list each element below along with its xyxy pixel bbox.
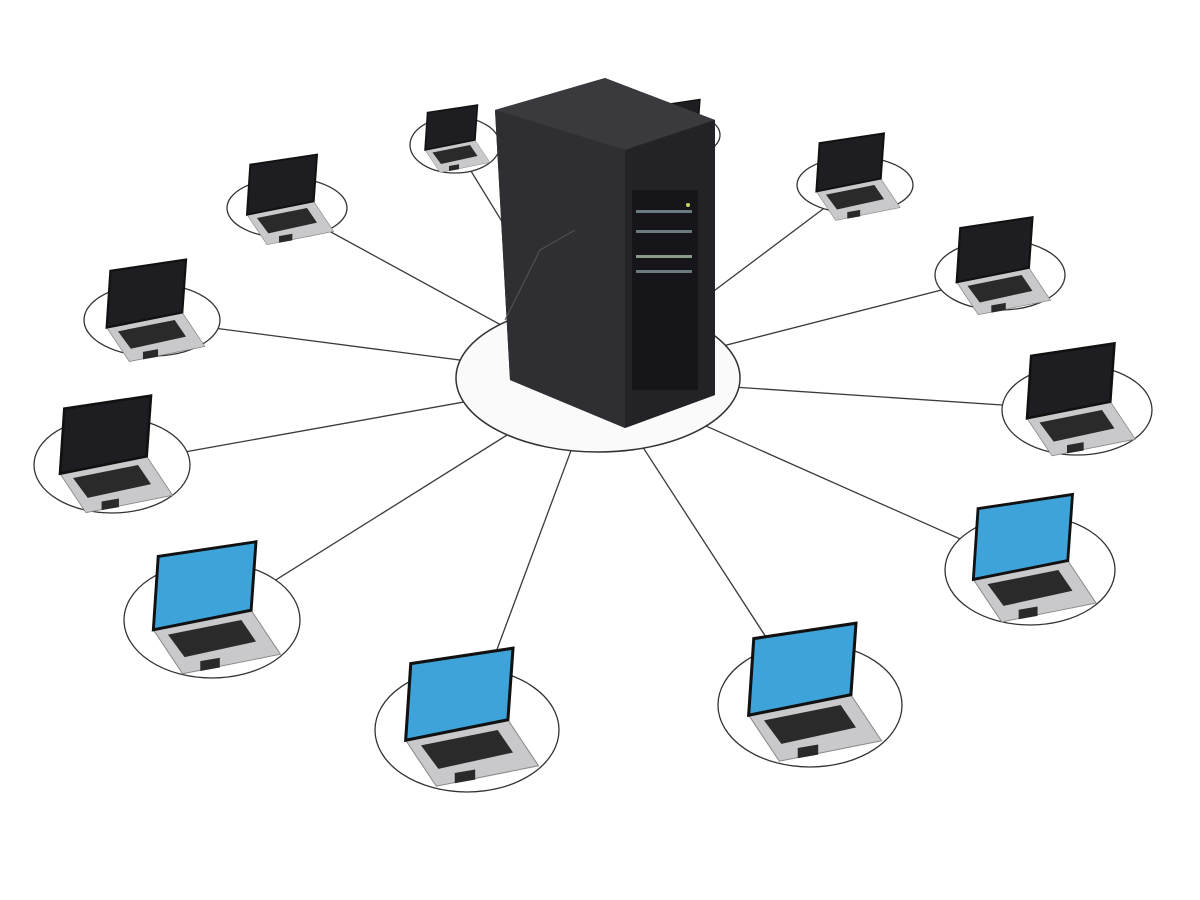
laptop-screen bbox=[424, 104, 479, 151]
laptop-icon bbox=[955, 215, 1052, 316]
laptop-node bbox=[33, 394, 191, 514]
laptop-icon bbox=[105, 258, 206, 362]
laptop-screen bbox=[747, 621, 858, 718]
laptop-screen bbox=[971, 492, 1075, 582]
laptop-screen bbox=[404, 646, 515, 743]
laptop-node bbox=[374, 646, 560, 793]
laptop-node bbox=[796, 132, 914, 221]
laptop-node bbox=[717, 621, 903, 768]
laptop-screen bbox=[151, 540, 258, 632]
laptop-screen bbox=[245, 153, 319, 216]
server-rack-panel bbox=[632, 190, 698, 390]
laptop-node bbox=[83, 258, 221, 362]
laptop-icon bbox=[404, 646, 540, 787]
laptop-icon bbox=[747, 621, 883, 762]
laptop-screen bbox=[815, 132, 886, 193]
laptop-icon bbox=[971, 492, 1097, 623]
laptop-node bbox=[1001, 341, 1153, 457]
laptop-icon bbox=[151, 540, 282, 675]
laptop-screen bbox=[105, 258, 188, 329]
laptop-node bbox=[409, 104, 501, 174]
laptop-icon bbox=[245, 153, 335, 246]
laptop-icon bbox=[815, 132, 901, 221]
server-icon bbox=[495, 78, 715, 428]
laptop-node bbox=[934, 215, 1066, 316]
laptop-node bbox=[123, 540, 301, 679]
laptop-node bbox=[226, 153, 348, 246]
laptop-screen bbox=[58, 394, 153, 476]
laptop-icon bbox=[58, 394, 174, 514]
laptop-screen bbox=[1025, 341, 1116, 420]
laptop-icon bbox=[424, 104, 491, 173]
laptop-icon bbox=[1025, 341, 1137, 457]
laptop-screen bbox=[955, 215, 1034, 284]
laptop-node bbox=[944, 492, 1116, 626]
